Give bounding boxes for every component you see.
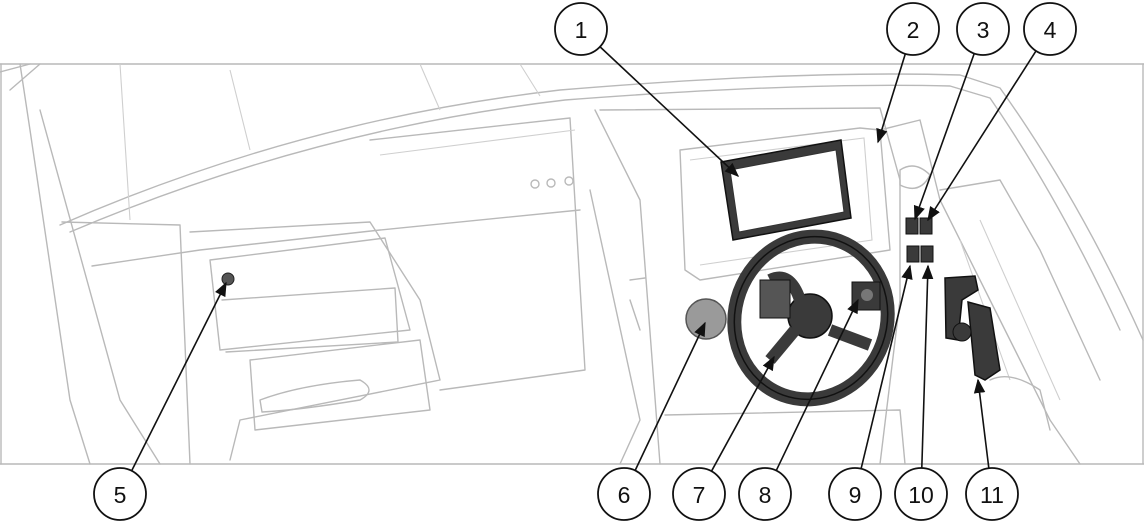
callout-circle-4 (1023, 2, 1077, 56)
callout-circle-1 (554, 2, 608, 56)
callout-leader-2 (876, 53, 907, 144)
callout-circle-6 (597, 467, 651, 521)
callout-circle-10 (894, 467, 948, 521)
callout-circle-3 (956, 2, 1010, 56)
callout-circle-2 (886, 2, 940, 56)
callout-label-6: 6 (618, 482, 631, 508)
callout-label-8: 8 (759, 482, 772, 508)
callout-leader-7 (710, 355, 775, 472)
callout-leader-8 (775, 298, 859, 471)
callout-leader-9 (860, 264, 913, 469)
callout-circle-8 (738, 467, 792, 521)
callout-label-4: 4 (1044, 17, 1057, 43)
callout-leader-1 (599, 46, 740, 177)
callout-circle-9 (828, 467, 882, 521)
callout-leader-3 (913, 53, 975, 221)
callout-leader-11 (973, 378, 990, 469)
callout-label-3: 3 (977, 17, 990, 43)
callout-leader-5 (130, 281, 227, 472)
callout-label-11: 11 (980, 482, 1004, 508)
callout-label-2: 2 (907, 17, 920, 43)
callout-circle-11 (965, 467, 1019, 521)
callout-label-5: 5 (114, 482, 127, 508)
callout-leader-4 (927, 50, 1037, 222)
callout-leader-10 (920, 264, 934, 469)
callout-label-10: 10 (908, 482, 934, 508)
callout-leader-6 (634, 321, 706, 471)
callout-label-9: 9 (849, 482, 862, 508)
callout-circle-5 (93, 467, 147, 521)
callout-label-7: 7 (693, 482, 706, 508)
callout-circle-7 (672, 467, 726, 521)
callout-label-1: 1 (575, 17, 588, 43)
